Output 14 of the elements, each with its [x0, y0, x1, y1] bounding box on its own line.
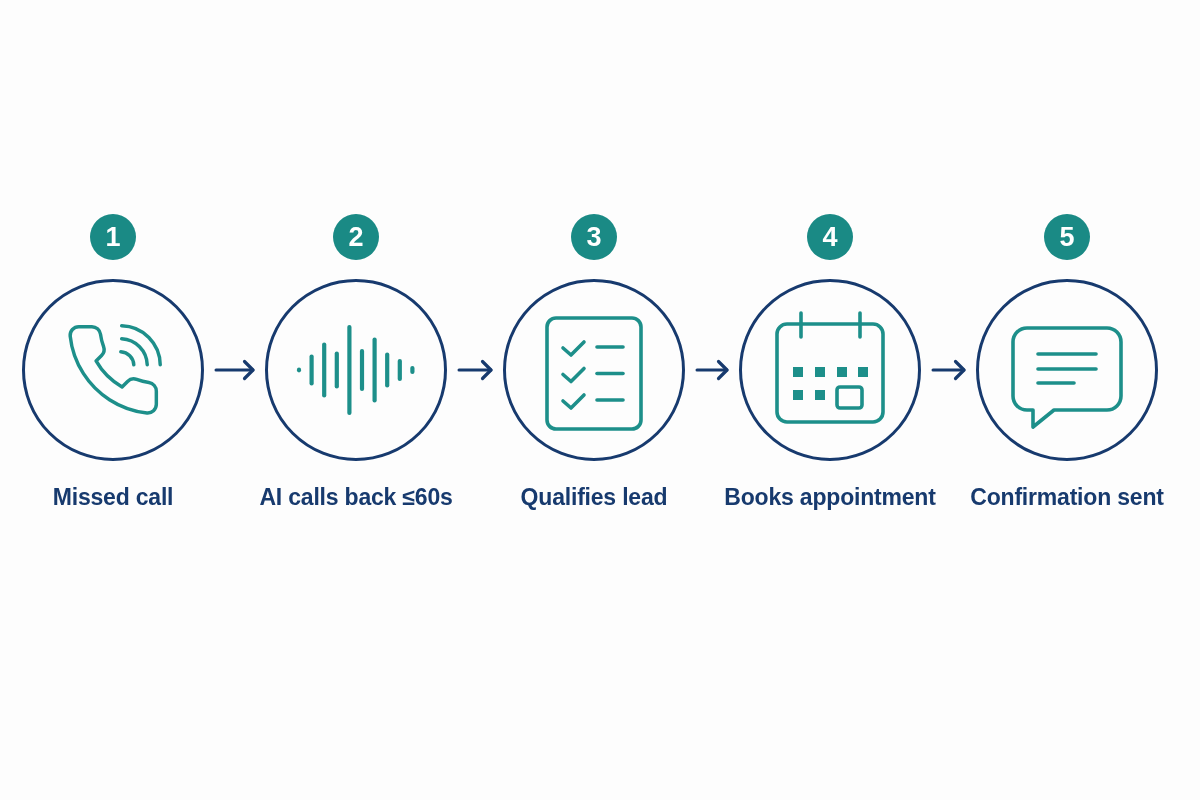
- arrow: [931, 359, 966, 381]
- arrow: [695, 359, 729, 381]
- step-number: 1: [90, 214, 136, 260]
- step-label: Qualifies lead: [520, 483, 668, 511]
- arrow: [214, 359, 255, 381]
- arrow: [457, 359, 493, 381]
- step-label: Missed call: [52, 483, 174, 511]
- step-label: AI calls back ≤60s: [259, 483, 453, 511]
- step-label: Confirmation sent: [970, 483, 1164, 511]
- step-number: 4: [807, 214, 853, 260]
- step-number: 5: [1044, 214, 1090, 260]
- step-label: Books appointment: [724, 483, 936, 511]
- step-number: 2: [333, 214, 379, 260]
- step-number: 3: [571, 214, 617, 260]
